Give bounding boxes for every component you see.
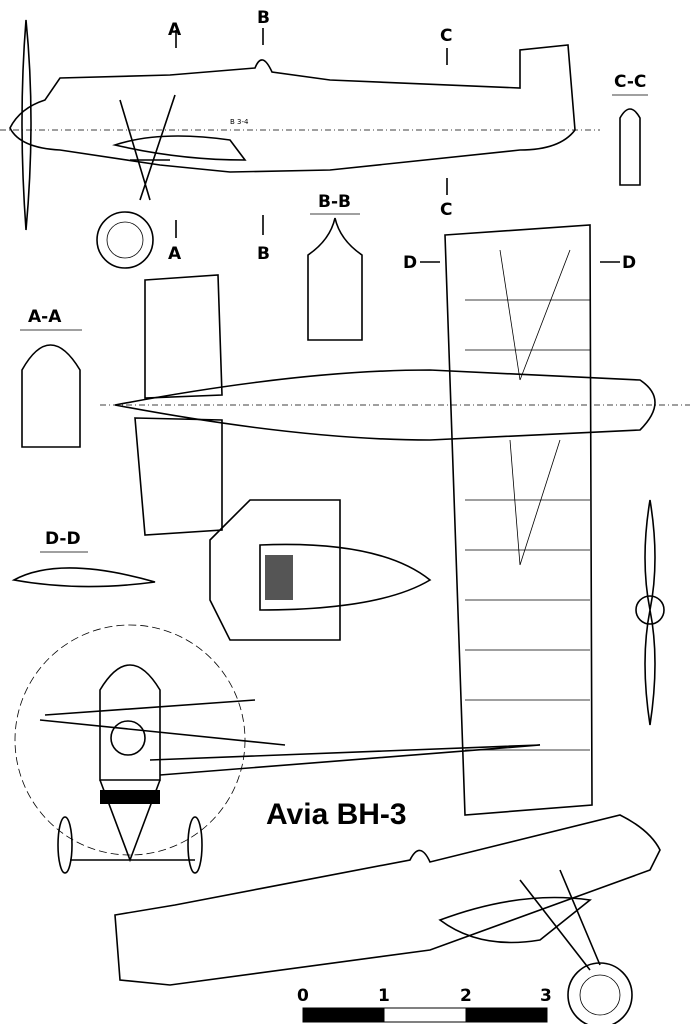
radiator (265, 555, 293, 600)
scale-segment-0-1 (302, 1007, 385, 1023)
fuselage-marking-side: B 3-4 (230, 118, 249, 126)
marker-d-left: D (403, 253, 418, 273)
section-cc (619, 108, 641, 186)
section-drawings (11, 94, 648, 588)
side-view (0, 19, 600, 269)
radiator-front (100, 790, 160, 804)
scale-bar (302, 1007, 548, 1023)
wing-top (444, 224, 593, 816)
tailplane-top (134, 274, 223, 536)
scale-segment-2-3 (465, 1007, 548, 1023)
underside-view (209, 499, 432, 641)
propeller-side (21, 19, 32, 231)
top-view (100, 224, 690, 816)
section-bb (307, 217, 363, 341)
scale-tick-3: 3 (540, 986, 552, 1006)
perspective-view (114, 814, 661, 1024)
section-label-cc: C-C (614, 72, 647, 92)
section-dd (11, 567, 156, 588)
propeller-front (644, 499, 656, 726)
section-aa (21, 344, 81, 448)
scale-tick-1: 1 (378, 986, 390, 1006)
front-view (14, 624, 541, 874)
fuselage-top (114, 369, 656, 441)
marker-b-bottom: B (257, 244, 270, 264)
scale-segment-1-2 (383, 1007, 467, 1023)
marker-a-bottom: A (168, 244, 182, 264)
fuselage-side (9, 44, 576, 173)
marker-b-top: B (257, 8, 270, 28)
scale-tick-2: 2 (460, 986, 472, 1006)
marker-c-bottom: C (440, 200, 453, 220)
section-label-bb: B-B (318, 192, 351, 212)
section-label-dd: D-D (45, 529, 81, 549)
scale-tick-0: 0 (297, 986, 309, 1006)
drawing-title: Avia BH-3 (266, 798, 407, 831)
wheel-side (96, 211, 154, 269)
marker-a-top: A (168, 20, 182, 40)
marker-c-top: C (440, 26, 453, 46)
marker-d-right: D (622, 253, 637, 273)
section-label-aa: A-A (28, 307, 62, 327)
